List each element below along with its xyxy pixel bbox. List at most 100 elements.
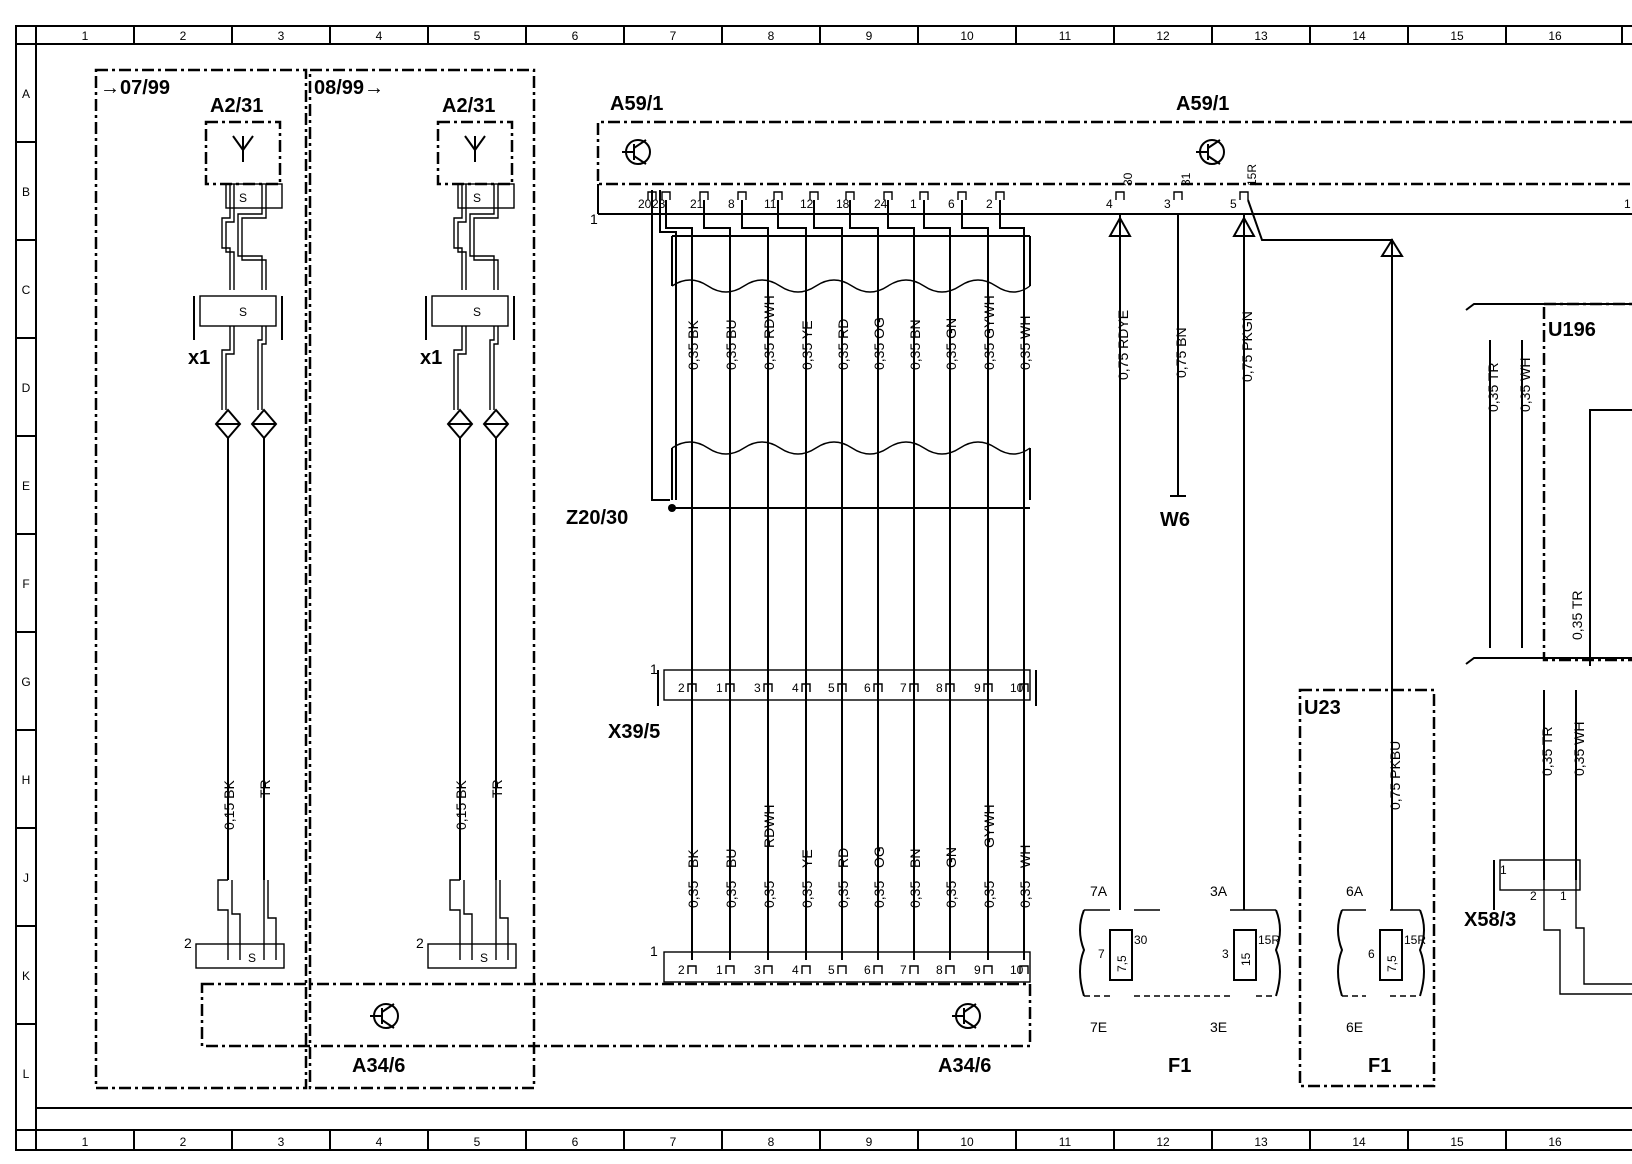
svg-text:S: S [239,191,247,205]
x39-pin-number: 10 [1010,681,1024,695]
wire-label-top: 0,35 GYWH [981,295,997,370]
column-number: 5 [474,29,481,43]
pin-socket [909,683,919,692]
pin-socket [837,683,847,692]
wire-size-bottom: 0,35 [1017,881,1033,908]
svg-text:6E: 6E [1346,1019,1363,1035]
svg-text:S: S [239,305,247,319]
terminal-label: 31 [1179,172,1193,186]
column-number: 5 [474,1135,481,1149]
a59-pin-number: 3 [1164,197,1171,211]
wire-color-bottom: GYWH [981,804,997,848]
wire-color-bottom: GN [943,847,959,868]
wire-size-bottom: 0,35 [835,881,851,908]
a34-pin-number: 5 [828,963,835,977]
a2-31-right-label: A2/31 [442,95,495,117]
svg-text:0,35 TR: 0,35 TR [1539,726,1555,776]
svg-text:0,35 WH: 0,35 WH [1571,722,1587,776]
wire-size-bottom: 0,35 [723,881,739,908]
wire-line [887,200,915,960]
u23-label: U23 [1304,697,1341,719]
x39-pin-number: 8 [936,681,943,695]
wire-line [961,200,989,960]
svg-text:15R: 15R [1258,933,1280,947]
a34-pin-number: 9 [974,963,981,977]
wire-label-top: 0,35 BN [907,319,923,370]
f1-right-label: F1 [1368,1055,1391,1077]
frame [15,25,1632,1151]
wire-line [665,200,693,960]
wire-label-top: 0,35 OG [871,317,887,370]
column-number: 15 [1450,1135,1464,1149]
left-variant-block: →07/99 A2/31 S S x1 0,15 BK TR [94,68,308,1090]
a59-1-left-label: A59/1 [610,93,663,115]
pin-socket [837,965,847,974]
svg-text:7,5: 7,5 [1115,955,1129,972]
x39-pin-number: 7 [900,681,907,695]
a34-pin-number: 4 [792,963,799,977]
column-number: 16 [1548,29,1562,43]
svg-text:3: 3 [1222,947,1229,961]
a34-pin-number: 3 [754,963,761,977]
a59-pin-number: 1 [910,197,917,211]
wire-label-top: 0,35 BU [723,319,739,370]
svg-text:0,15 BK: 0,15 BK [221,780,237,830]
column-number: 6 [572,29,579,43]
column-number: 12 [1156,29,1170,43]
svg-text:3E: 3E [1210,1019,1227,1035]
svg-text:3A: 3A [1210,883,1228,899]
a59-pin-number: 4 [1106,197,1113,211]
wire-size-bottom: 0,35 [871,881,887,908]
left-variant-date: →07/99 [100,77,170,99]
pin-socket [763,965,773,974]
wire-label-top: 0,35 RDWH [761,295,777,370]
column-number: 6 [572,1135,579,1149]
row-letter: K [22,969,30,983]
u196-label: U196 [1548,319,1596,341]
a34-pin-number: 2 [678,963,685,977]
pin-socket [909,965,919,974]
a34-6-right-label: A34/6 [938,1055,991,1077]
column-number: 14 [1352,1135,1366,1149]
svg-text:0,75 PKBU: 0,75 PKBU [1387,741,1403,810]
row-letter: D [22,381,31,395]
column-number: 9 [866,1135,873,1149]
svg-text:0,35 TR: 0,35 TR [1485,362,1501,412]
pin-socket [809,191,819,200]
pin-socket [661,191,671,200]
svg-text:TR: TR [257,779,273,798]
svg-text:1: 1 [1560,889,1567,903]
column-number: 3 [278,29,285,43]
pin-socket [725,965,735,974]
a34-6-module: 1 A34/6 A34/6 [200,943,1032,1077]
pin-socket [957,191,967,200]
svg-text:2: 2 [1530,889,1537,903]
svg-text:7A: 7A [1090,883,1108,899]
column-number: 10 [960,1135,974,1149]
row-letter: C [22,283,31,297]
wire-size-bottom: 0,35 [799,881,815,908]
fuse-box-f1-left: 7A 7E 3A 3E 7,5 7 30 15 3 15R F1 [1079,883,1281,1077]
row-letter: L [23,1067,30,1081]
pin-socket [1019,683,1029,692]
svg-text:30: 30 [1134,933,1148,947]
pin-socket [983,965,993,974]
wire-color-bottom: OG [871,846,887,868]
wire-size-bottom: 0,35 [943,881,959,908]
transistor-icon [370,1003,399,1029]
svg-text:7: 7 [1098,947,1105,961]
column-number: 7 [670,29,677,43]
x58-3-connector: 1 2 1 X58/3 [1464,859,1632,995]
pin-socket [801,965,811,974]
a59-pin-number: 11 [764,197,777,211]
connector-plug-icon [214,408,278,440]
column-number: 14 [1352,29,1366,43]
